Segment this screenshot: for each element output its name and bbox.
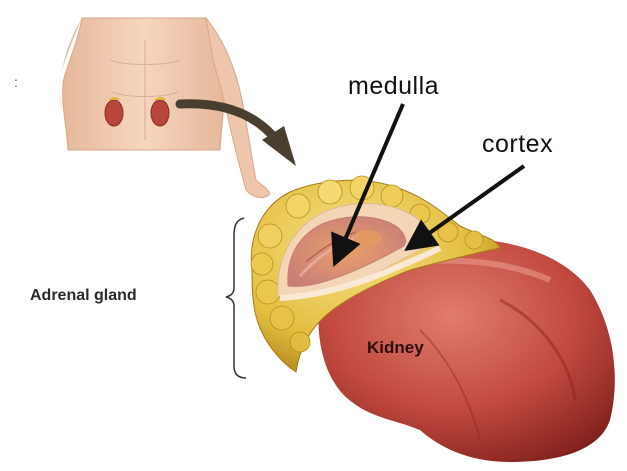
stray-mark: : [14, 74, 18, 90]
adrenal-gland-label: Adrenal gland [30, 287, 137, 305]
cortex-label: cortex [482, 130, 553, 159]
torso-body [63, 18, 224, 150]
torso-kidney-right [151, 100, 169, 126]
medulla-label: medulla [348, 72, 439, 101]
adrenal-bracket [226, 218, 246, 378]
kidney-label: Kidney [367, 338, 424, 358]
torso-kidney-left [105, 100, 123, 126]
